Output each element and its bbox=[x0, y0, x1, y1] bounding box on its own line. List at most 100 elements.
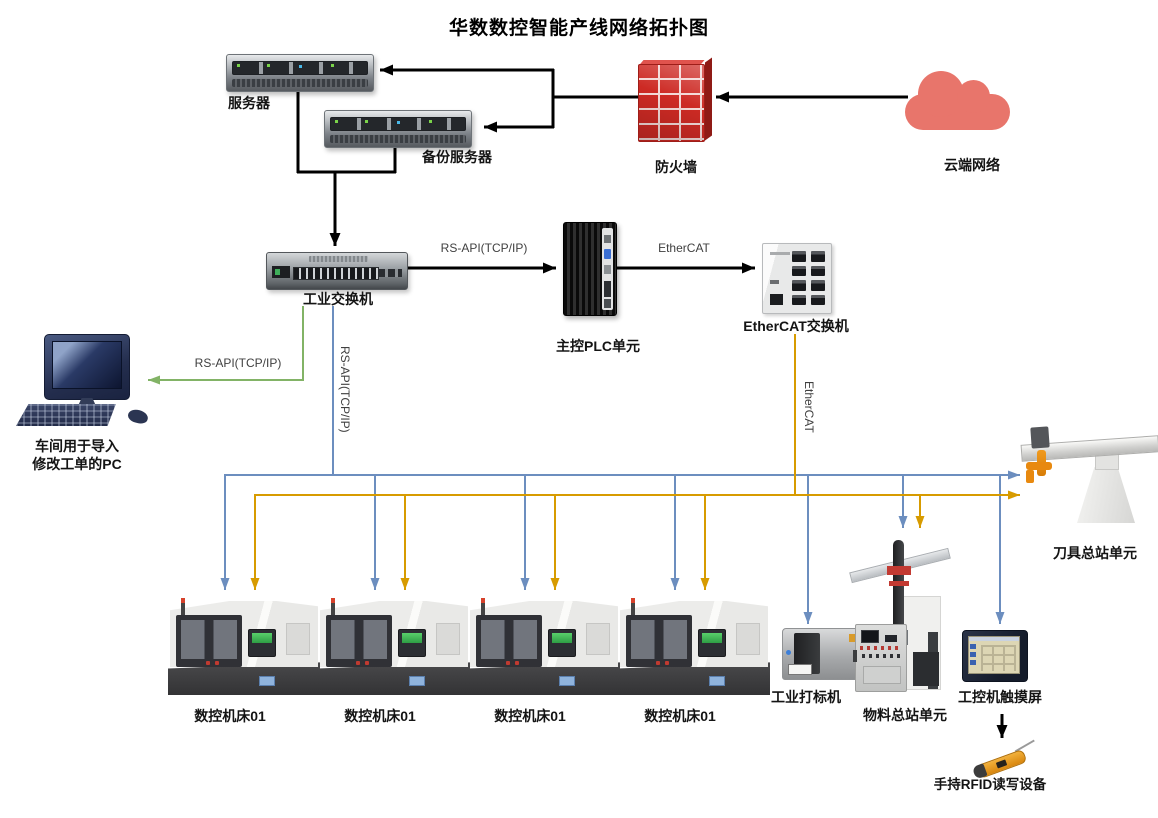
touchscreen-sidebar-icons bbox=[970, 644, 976, 668]
rj45-port bbox=[792, 280, 806, 291]
rj45-port bbox=[792, 251, 806, 262]
firewall-icon bbox=[638, 57, 712, 148]
material-station-icon bbox=[849, 534, 951, 694]
material-station-screen bbox=[861, 630, 879, 643]
tool-station-icon bbox=[1015, 418, 1158, 525]
edge-label-blue-bus: RS-API(TCP/IP) bbox=[338, 345, 352, 433]
edge-label-switch-plc: RS-API(TCP/IP) bbox=[440, 241, 528, 255]
plc-usb-port bbox=[604, 299, 611, 308]
firewall-brick-wall bbox=[638, 64, 705, 142]
cnc-base bbox=[618, 662, 770, 695]
ethercat-switch-power bbox=[770, 294, 783, 305]
workshop-pc-label-line1: 车间用于导入 bbox=[35, 438, 119, 454]
server-drive-bay bbox=[232, 61, 368, 75]
material-station-machine-block bbox=[913, 652, 939, 686]
workshop-pc-icon bbox=[16, 334, 158, 430]
switch-power-module bbox=[272, 266, 290, 278]
backup-server-label: 备份服务器 bbox=[422, 149, 492, 165]
tool-station-carriage bbox=[1030, 426, 1050, 449]
rfid-reader-label: 手持RFID读写设备 bbox=[933, 777, 1047, 792]
ethercat-switch-ports bbox=[792, 251, 825, 305]
firewall-side-face bbox=[705, 57, 712, 141]
cnc-base bbox=[168, 662, 320, 695]
cnc-machine-2-label: 数控机床01 bbox=[344, 708, 416, 724]
server-label: 服务器 bbox=[228, 95, 270, 111]
tool-station-gripper bbox=[1026, 462, 1052, 470]
tool-station-pedestal bbox=[1077, 467, 1135, 523]
server-grill bbox=[232, 79, 368, 87]
tool-station-gripper-hook bbox=[1026, 470, 1034, 483]
plc-label: 主控PLC单元 bbox=[556, 338, 640, 354]
cnc-side-window bbox=[586, 623, 610, 655]
rj45-port bbox=[811, 280, 825, 291]
cloud-icon bbox=[905, 70, 1010, 132]
marking-machine-button bbox=[786, 649, 792, 655]
cnc-signal-tower bbox=[631, 598, 635, 615]
cloud-label: 云端网络 bbox=[944, 157, 1000, 173]
marking-machine-accent bbox=[848, 634, 858, 643]
edge-label-switch-pc: RS-API(TCP/IP) bbox=[194, 356, 282, 370]
cnc-side-window bbox=[436, 623, 460, 655]
rj45-port bbox=[811, 251, 825, 262]
material-station-buttons bbox=[860, 646, 900, 658]
backup-server-icon bbox=[324, 110, 472, 148]
server-icon bbox=[226, 54, 374, 92]
ethercat-switch-led bbox=[770, 280, 779, 284]
switch-vent bbox=[309, 256, 368, 262]
cnc-side-window bbox=[736, 623, 760, 655]
tool-station-label: 刀具总站单元 bbox=[1053, 545, 1137, 561]
switch-ports bbox=[293, 267, 379, 280]
backup-server-led-lights bbox=[335, 120, 338, 123]
cnc-side-window bbox=[286, 623, 310, 655]
cnc-base bbox=[468, 662, 620, 695]
cnc-doors bbox=[326, 615, 392, 667]
cnc-machine-1-label: 数控机床01 bbox=[194, 708, 266, 724]
cnc-name-plate bbox=[559, 676, 576, 686]
cnc-signal-tower bbox=[181, 598, 185, 615]
material-station-label: 物料总站单元 bbox=[863, 707, 947, 723]
workshop-pc-label: 车间用于导入 修改工单的PC bbox=[12, 437, 142, 473]
switch-uplink-modules bbox=[378, 269, 402, 277]
plc-serial-port bbox=[604, 235, 611, 243]
plc-icon bbox=[563, 222, 617, 316]
cnc-name-plate bbox=[409, 676, 426, 686]
ethercat-switch-brand bbox=[770, 252, 790, 255]
cnc-name-plate bbox=[259, 676, 276, 686]
pc-keyboard bbox=[16, 404, 116, 426]
marking-machine-label-slot bbox=[788, 663, 813, 675]
cnc-control-panel bbox=[548, 629, 576, 657]
firewall-label: 防火墙 bbox=[655, 159, 697, 175]
marking-machine-label: 工业打标机 bbox=[771, 689, 841, 705]
cnc-signal-tower bbox=[481, 598, 485, 615]
pc-mouse bbox=[126, 407, 150, 426]
touchscreen-label: 工控机触摸屏 bbox=[958, 689, 1042, 705]
ethercat-switch-icon bbox=[762, 243, 832, 314]
edge-label-orange-bus: EtherCAT bbox=[802, 381, 816, 433]
cnc-doors bbox=[476, 615, 542, 667]
rj45-port bbox=[792, 294, 806, 305]
cnc-control-panel bbox=[698, 629, 726, 657]
material-station-loader-column bbox=[893, 540, 904, 632]
cnc-machine-4-icon bbox=[618, 595, 770, 695]
backup-server-drive-bay bbox=[330, 117, 466, 131]
pc-screen bbox=[52, 341, 122, 389]
material-station-cabinet-door bbox=[863, 666, 901, 684]
cloud-shape bbox=[905, 71, 1010, 130]
touchscreen-hmi-widgets bbox=[981, 645, 1016, 671]
edge-label-plc-ethercat: EtherCAT bbox=[658, 241, 710, 255]
server-led-lights bbox=[237, 64, 240, 67]
rj45-port bbox=[792, 265, 806, 276]
plc-vga-port bbox=[604, 249, 611, 259]
cnc-signal-tower bbox=[331, 598, 335, 615]
material-station-handle bbox=[853, 650, 857, 662]
rj45-port bbox=[811, 294, 825, 305]
backup-server-grill bbox=[330, 135, 466, 143]
cnc-doors bbox=[626, 615, 692, 667]
page-title: 华数数控智能产线网络拓扑图 bbox=[448, 18, 709, 39]
industrial-switch-icon bbox=[266, 252, 408, 290]
cnc-machine-3-label: 数控机床01 bbox=[494, 708, 566, 724]
workshop-pc-label-line2: 修改工单的PC bbox=[32, 456, 122, 473]
cnc-machine-3-icon bbox=[468, 595, 620, 695]
cnc-doors bbox=[176, 615, 242, 667]
